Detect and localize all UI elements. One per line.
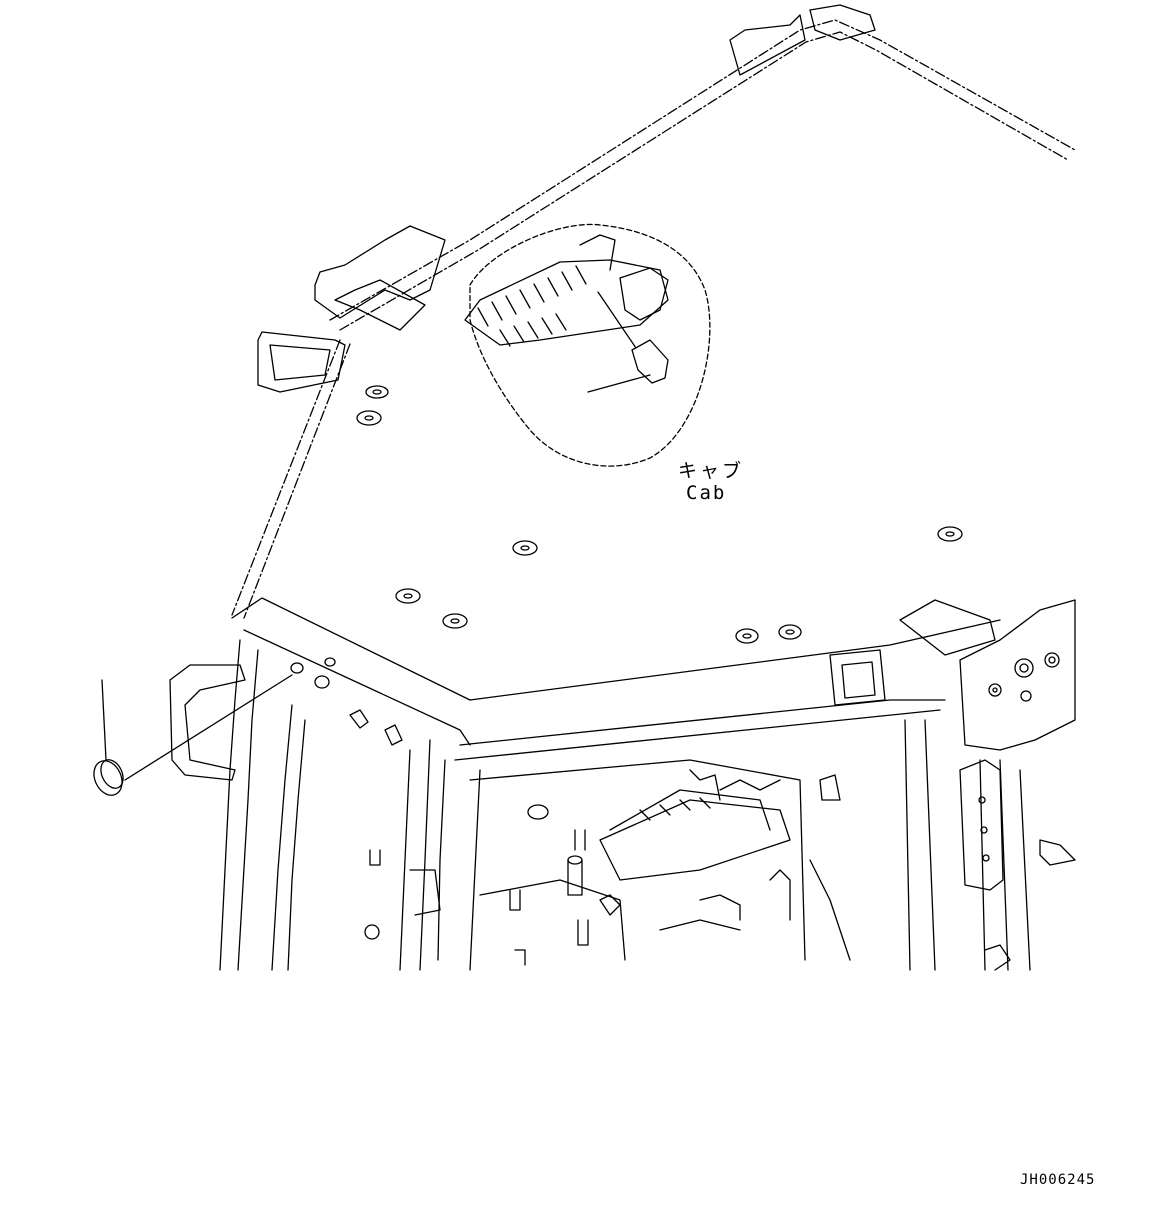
roof-edge-clips — [290, 649, 886, 746]
grab-handle-left — [257, 331, 346, 393]
roof-panel — [231, 19, 1076, 761]
cab-internal-mechanism — [364, 759, 851, 966]
cap-plug-part — [93, 674, 293, 796]
roof-washers — [356, 385, 963, 644]
cab-label-japanese: キャブ — [678, 460, 745, 482]
cab-label-english: Cab — [686, 482, 727, 504]
roof-corner-brackets — [314, 4, 996, 656]
cab-frame — [169, 639, 1031, 971]
right-side-bracket — [959, 599, 1076, 971]
connector-detail-callout — [464, 223, 711, 467]
drawing-code: JH006245 — [1020, 1172, 1096, 1188]
